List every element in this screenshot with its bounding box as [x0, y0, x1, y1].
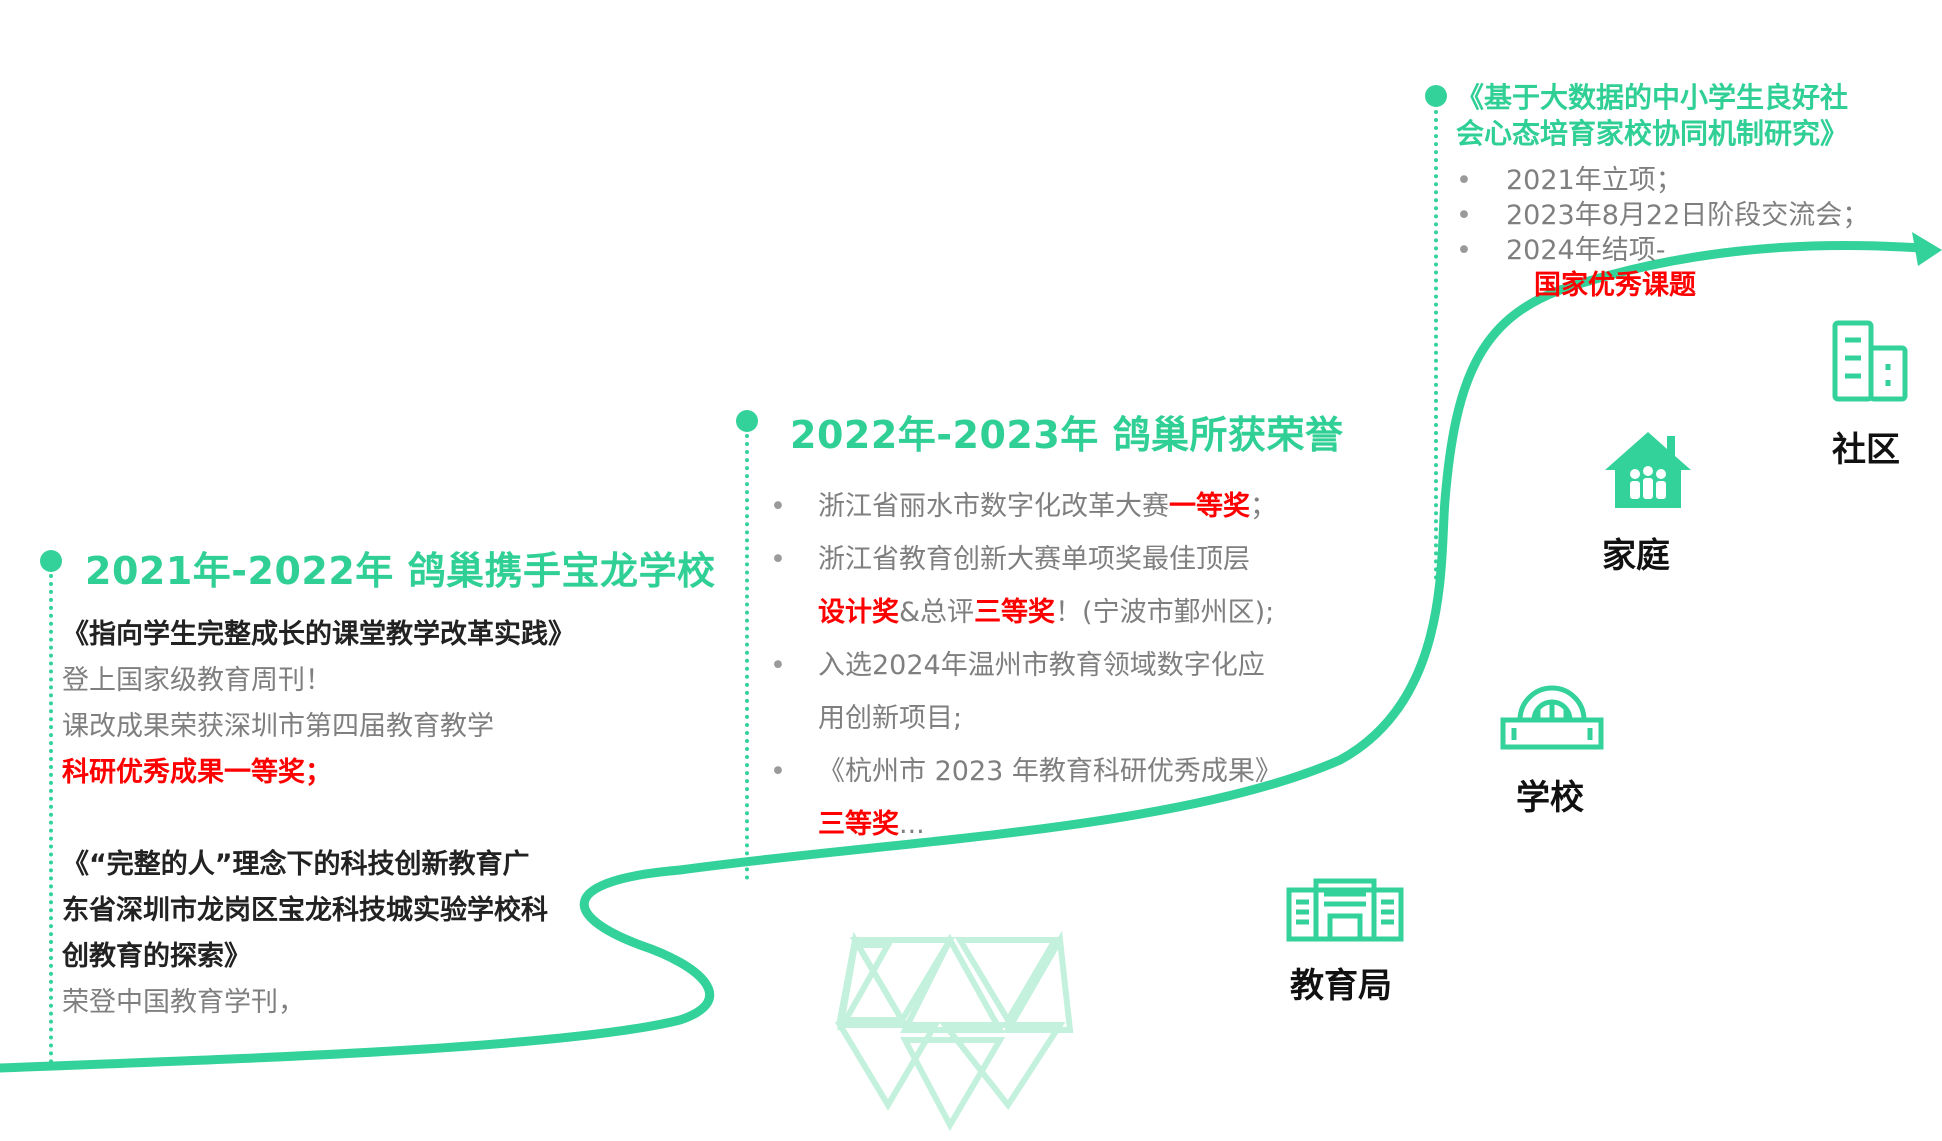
- community-buildings-icon: [1832, 320, 1908, 402]
- timeline-dot-2021: [40, 550, 62, 572]
- timeline-line-2024: [1434, 110, 1438, 580]
- paper1-note: 登上国家级教育周刊！: [62, 665, 332, 696]
- section3-heading: 《基于大数据的中小学生良好社 会心态培育家校协同机制研究》: [1456, 81, 1849, 150]
- family-label: 家庭: [1602, 536, 1670, 576]
- honor-item: • 浙江省教育创新大赛单项奖最佳顶层 设计奖&总评三等奖！(宁波市鄞州区);: [770, 544, 1275, 628]
- project-step: •2024年结项-: [1456, 235, 1666, 266]
- paper2-title-line3: 创教育的探索》: [62, 941, 251, 972]
- arrow-head-icon: [1912, 232, 1942, 266]
- section2-heading: 2022年-2023年 鸽巢所获荣誉: [790, 413, 1344, 457]
- section1-heading: 2021年-2022年 鸽巢携手宝龙学校: [85, 549, 716, 593]
- paper2-note: 荣登中国教育学刊，: [62, 987, 305, 1018]
- triangle-hexagon-logo: [834, 930, 1074, 1132]
- paper2-title-line1: 《“完整的人”理念下的科技创新教育广: [62, 849, 530, 880]
- timeline-line-2022: [745, 434, 749, 880]
- family-house-icon: [1605, 432, 1691, 508]
- paper2-title-line2: 东省深圳市龙岗区宝龙科技城实验学校科: [62, 895, 548, 926]
- section1-content: 《指向学生完整成长的课堂教学改革实践》 登上国家级教育周刊！ 课改成果荣获深圳市…: [62, 612, 622, 1026]
- school-label: 学校: [1516, 778, 1584, 818]
- project-step: •2021年立项；: [1456, 165, 1683, 196]
- government-building-icon: [1286, 878, 1404, 942]
- school-building-icon: [1500, 685, 1604, 750]
- paper1-title: 《指向学生完整成长的课堂教学改革实践》: [62, 619, 575, 650]
- community-label: 社区: [1832, 430, 1900, 470]
- section2-content: • 浙江省丽水市数字化改革大赛一等奖； • 浙江省教育创新大赛单项奖最佳顶层 设…: [760, 480, 1320, 851]
- timeline-line-2021: [49, 574, 53, 1064]
- honor-item: • 入选2024年温州市教育领域数字化应 用创新项目;: [770, 650, 1265, 734]
- honor-item: • 浙江省丽水市数字化改革大赛一等奖；: [770, 491, 1277, 522]
- award-highlight: 科研优秀成果一等奖；: [62, 757, 332, 788]
- timeline-dot-2022: [736, 410, 758, 432]
- award-text: 课改成果荣获深圳市第四届教育教学: [62, 711, 494, 742]
- section3-content: •2021年立项； •2023年8月22日阶段交流会； •2024年结项- 国家…: [1456, 163, 1869, 303]
- bureau-label: 教育局: [1290, 966, 1392, 1006]
- timeline-dot-2024: [1425, 85, 1447, 107]
- honor-item: • 《杭州市 2023 年教育科研优秀成果》 三等奖...: [770, 756, 1282, 840]
- national-award: 国家优秀课题: [1534, 270, 1696, 301]
- project-step: •2023年8月22日阶段交流会；: [1456, 200, 1870, 231]
